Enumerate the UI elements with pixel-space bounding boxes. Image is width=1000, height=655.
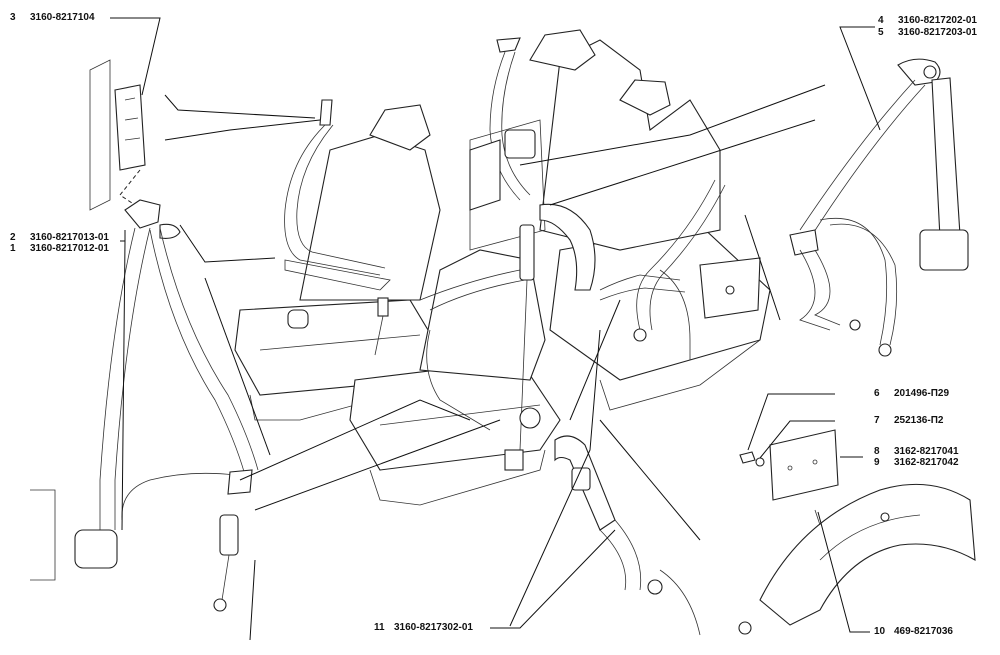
- rear-seat-bench: [469, 29, 771, 411]
- part-11-lap-belt: [554, 435, 752, 636]
- rear-right-belt: [633, 179, 761, 360]
- front-seat-left: [234, 104, 441, 421]
- front-right-belt: [419, 224, 541, 471]
- part-1-2-front-belt: [30, 199, 259, 612]
- part-6-7-8-9-hardware: [739, 429, 839, 501]
- front-left-belt: [284, 99, 391, 356]
- part-10-wheel-arch: [759, 483, 976, 626]
- leader-lines: [110, 17, 881, 641]
- rear-left-retractor-belt: [469, 37, 536, 211]
- part-3-pillar-bracket: [89, 59, 146, 211]
- rear-center-belt: [539, 203, 686, 301]
- part-4-5-rear-belt: [789, 58, 969, 357]
